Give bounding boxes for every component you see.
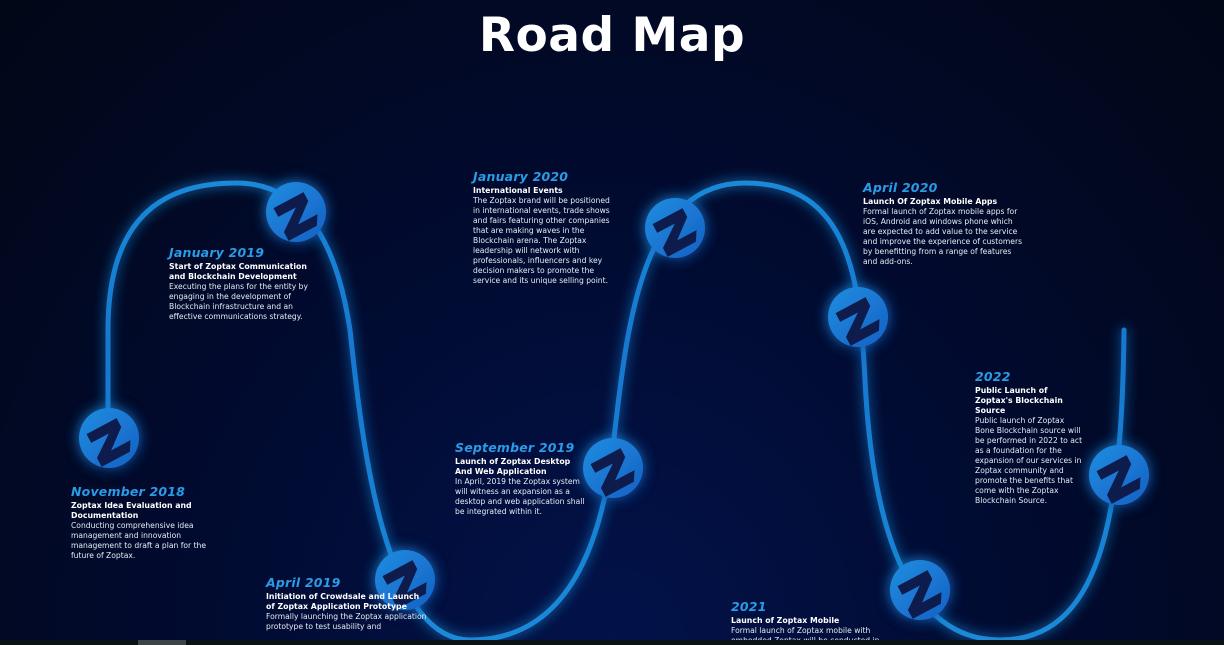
milestone-node-january-2020 <box>645 198 705 258</box>
milestone-node-january-2019 <box>266 182 326 242</box>
milestone-description: Formal launch of Zoptax mobile apps for … <box>863 207 1023 266</box>
milestone-description: In April, 2019 the Zoptax system will wi… <box>455 477 585 516</box>
milestone-heading: Launch of Zoptax Desktop And Web Applica… <box>455 457 571 476</box>
milestone-2021: 2021 Launch of Zoptax Mobile Formal laun… <box>731 599 886 645</box>
milestone-description: Conducting comprehensive idea management… <box>71 521 207 560</box>
milestone-april-2019: April 2019 Initiation of Crowdsale and L… <box>266 575 428 632</box>
milestone-node-september-2019 <box>583 438 643 498</box>
milestone-april-2020: April 2020 Launch Of Zoptax Mobile Apps … <box>863 180 1023 267</box>
milestone-january-2019: January 2019 Start of Zoptax Communicati… <box>169 245 311 322</box>
milestone-january-2020: January 2020 International Events The Zo… <box>473 169 613 286</box>
milestone-description: Public launch of Zoptax Bone Blockchain … <box>975 416 1083 505</box>
milestone-heading: Launch Of Zoptax Mobile Apps <box>863 197 998 206</box>
milestone-heading: Zoptax Idea Evaluation and Documentation <box>71 501 192 520</box>
milestone-node-april-2020 <box>828 287 888 347</box>
milestone-heading: Public Launch of Zoptax's Blockchain Sou… <box>975 386 1063 415</box>
scrollbar-thumb[interactable] <box>138 640 186 645</box>
milestone-heading: International Events <box>473 186 563 195</box>
milestone-november-2018: November 2018 Zoptax Idea Evaluation and… <box>71 484 211 561</box>
milestone-description: The Zoptax brand will be positioned in i… <box>473 196 610 285</box>
milestone-node-november-2018 <box>79 408 139 468</box>
milestone-heading: Start of Zoptax Communication and Blockc… <box>169 262 307 281</box>
milestone-date: September 2019 <box>455 440 575 455</box>
milestone-date: 2022 <box>975 369 1011 384</box>
horizontal-scrollbar[interactable] <box>0 640 1224 645</box>
page-title: Road Map <box>478 8 746 63</box>
milestone-node-2021 <box>890 560 950 620</box>
milestone-description: Executing the plans for the entity by en… <box>169 282 308 321</box>
milestone-september-2019: September 2019 Launch of Zoptax Desktop … <box>455 440 587 517</box>
milestone-node-2022 <box>1089 445 1149 505</box>
milestone-heading: Launch of Zoptax Mobile <box>731 616 840 625</box>
milestone-date: November 2018 <box>71 484 186 499</box>
milestone-date: April 2019 <box>266 575 341 590</box>
milestone-date: April 2020 <box>863 180 938 195</box>
milestone-date: 2021 <box>731 599 767 614</box>
milestone-description: Formally launching the Zoptax applicatio… <box>266 612 427 631</box>
milestone-date: January 2019 <box>169 245 265 260</box>
milestone-heading: Initiation of Crowdsale and Launch of Zo… <box>266 592 420 611</box>
milestone-date: January 2020 <box>473 169 569 184</box>
milestone-2022: 2022 Public Launch of Zoptax's Blockchai… <box>975 369 1083 506</box>
